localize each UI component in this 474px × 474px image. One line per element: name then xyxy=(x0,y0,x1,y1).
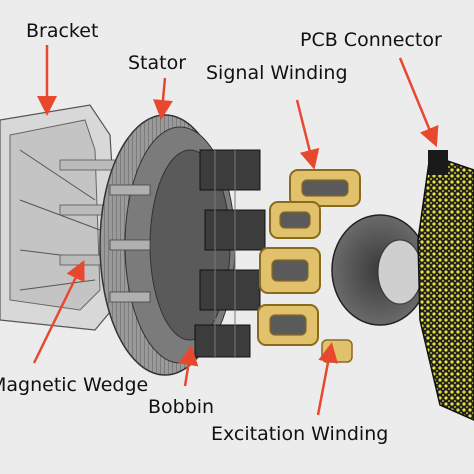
label-bracket: Bracket xyxy=(26,20,99,42)
label-pcb-connector: PCB Connector xyxy=(300,29,442,51)
arrow-bobbin xyxy=(178,345,199,387)
label-stator: Stator xyxy=(128,52,187,74)
arrow-signal-winding xyxy=(295,99,320,170)
rotor-ring-part xyxy=(331,214,429,326)
label-signal-winding: Signal Winding xyxy=(206,62,348,84)
label-excitation-winding: Excitation Winding xyxy=(211,423,389,445)
label-bobbin: Bobbin xyxy=(148,396,215,418)
arrow-pcb-connector xyxy=(398,57,439,148)
signal-winding-part xyxy=(269,169,361,239)
arrow-stator xyxy=(152,77,173,120)
bobbin-part xyxy=(194,149,266,358)
label-magnetic-wedge: Magnetic Wedge xyxy=(0,374,149,396)
arrow-excitation-winding xyxy=(316,342,338,416)
leader-arrows xyxy=(32,45,439,416)
arrow-magnetic-wedge xyxy=(32,260,85,364)
magnetic-wedge-part xyxy=(109,184,151,303)
pcb-connector-part xyxy=(417,150,474,421)
